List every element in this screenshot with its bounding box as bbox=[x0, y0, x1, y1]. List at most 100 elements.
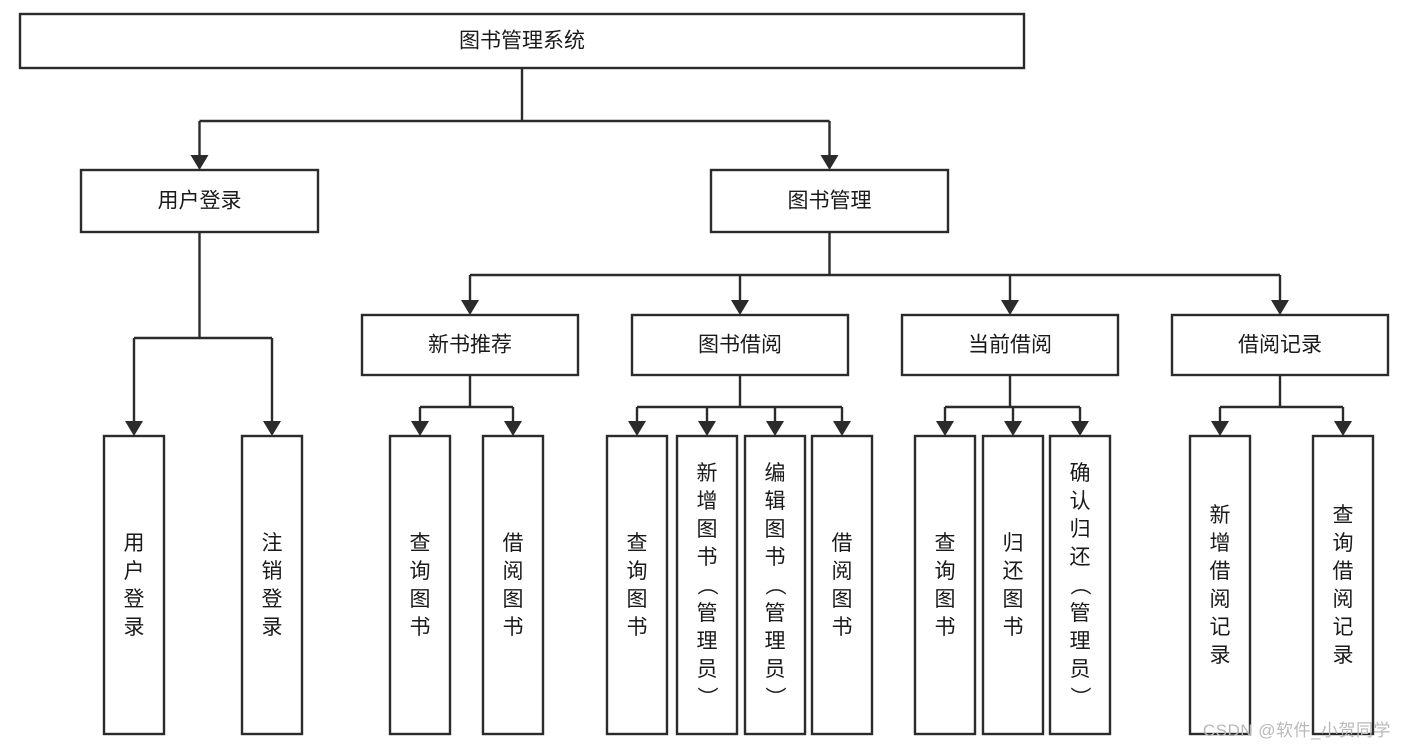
node-label-leaf-edit-book-char-3: 书 bbox=[765, 546, 786, 569]
node-label-leaf-add-record-char-5: 录 bbox=[1210, 644, 1231, 667]
node-label-leaf-add-record-char-3: 阅 bbox=[1210, 588, 1231, 611]
node-label-leaf-query-record-char-1: 询 bbox=[1333, 532, 1354, 555]
node-label-leaf-borrow-book-2-char-1: 阅 bbox=[832, 560, 853, 583]
node-box-leaf-logout bbox=[240, 434, 304, 736]
node-box-borrow-record bbox=[1170, 313, 1390, 377]
node-label-leaf-edit-book-char-5: 管 bbox=[765, 602, 786, 625]
node-label-leaf-add-book-char-8: ） bbox=[695, 687, 718, 708]
node-label-leaf-add-record-char-2: 借 bbox=[1210, 560, 1231, 583]
node-label-leaf-query-book-1-char-1: 询 bbox=[410, 560, 431, 583]
node-label-leaf-borrow-book-1-char-2: 图 bbox=[503, 588, 524, 611]
node-label-leaf-borrow-book-1-char-0: 借 bbox=[503, 532, 524, 555]
node-label-leaf-query-book-1-char-3: 书 bbox=[410, 616, 431, 639]
node-box-new-book-recommend bbox=[360, 313, 580, 377]
node-label-leaf-borrow-book-1-char-1: 阅 bbox=[503, 560, 524, 583]
node-box-leaf-user-login bbox=[102, 434, 166, 736]
node-current-borrow[interactable]: 当前借阅 bbox=[900, 313, 1120, 377]
node-root[interactable]: 图书管理系统 bbox=[18, 12, 1026, 70]
node-label-leaf-add-record-char-1: 增 bbox=[1210, 532, 1231, 555]
node-label-leaf-logout-char-2: 登 bbox=[262, 588, 283, 611]
node-label-book-management: 图书管理 bbox=[788, 190, 872, 213]
node-label-leaf-return-book-char-0: 归 bbox=[1003, 532, 1024, 555]
node-new-book-recommend[interactable]: 新书推荐 bbox=[360, 313, 580, 377]
node-label-leaf-add-book-char-4: （ bbox=[695, 575, 718, 596]
node-box-leaf-query-book-2 bbox=[605, 434, 669, 736]
node-label-leaf-confirm-return-char-4: （ bbox=[1068, 575, 1091, 596]
node-label-leaf-query-record-char-5: 录 bbox=[1333, 644, 1354, 667]
arrow-head-icon bbox=[1334, 421, 1352, 436]
node-label-leaf-confirm-return-char-1: 认 bbox=[1070, 490, 1091, 513]
arrow-head-icon bbox=[1004, 421, 1022, 436]
node-label-leaf-confirm-return-char-0: 确 bbox=[1070, 462, 1091, 485]
node-label-leaf-borrow-book-2-char-3: 书 bbox=[832, 616, 853, 639]
node-box-leaf-add-record bbox=[1188, 434, 1252, 736]
node-box-leaf-return-book bbox=[981, 434, 1045, 736]
node-box-leaf-borrow-book-1 bbox=[481, 434, 545, 736]
node-label-leaf-query-record-char-4: 记 bbox=[1333, 616, 1354, 639]
edge-group-borrow-record bbox=[1211, 375, 1352, 436]
arrow-head-icon bbox=[461, 300, 479, 315]
node-label-leaf-query-book-1-char-0: 查 bbox=[410, 532, 431, 555]
arrow-head-icon bbox=[628, 421, 646, 436]
node-label-leaf-add-book-char-7: 员 bbox=[697, 658, 718, 681]
node-box-leaf-confirm-return bbox=[1048, 434, 1112, 736]
node-label-leaf-borrow-book-2-char-2: 图 bbox=[832, 588, 853, 611]
arrow-head-icon bbox=[1211, 421, 1229, 436]
node-label-leaf-confirm-return-char-8: ） bbox=[1068, 687, 1091, 708]
node-label-leaf-logout-char-3: 录 bbox=[262, 616, 283, 639]
arrow-head-icon bbox=[1071, 421, 1089, 436]
node-label-leaf-confirm-return-char-3: 还 bbox=[1070, 546, 1091, 569]
arrow-head-icon bbox=[190, 155, 209, 170]
edge-group-current-borrow bbox=[936, 375, 1089, 436]
node-leaf-user-login[interactable]: 用户登录 bbox=[102, 434, 166, 736]
node-label-leaf-add-book-char-5: 管 bbox=[697, 602, 718, 625]
node-book-borrow[interactable]: 图书借阅 bbox=[630, 313, 850, 377]
node-label-leaf-edit-book-char-0: 编 bbox=[765, 462, 786, 485]
node-label-leaf-query-record-char-3: 阅 bbox=[1333, 588, 1354, 611]
node-label-leaf-query-book-3-char-3: 书 bbox=[935, 616, 956, 639]
node-label-leaf-query-book-3-char-0: 查 bbox=[935, 532, 956, 555]
edge-group-new-book-recommend bbox=[411, 375, 522, 436]
node-label-leaf-query-record-char-2: 借 bbox=[1333, 560, 1354, 583]
node-box-current-borrow bbox=[900, 313, 1120, 377]
node-label-leaf-add-record-char-4: 记 bbox=[1210, 616, 1231, 639]
node-label-leaf-add-book-char-2: 图 bbox=[697, 518, 718, 541]
arrow-head-icon bbox=[1001, 300, 1019, 315]
node-book-management[interactable]: 图书管理 bbox=[709, 168, 950, 234]
edge-group-book-borrow bbox=[628, 375, 851, 436]
node-box-user-login bbox=[79, 168, 320, 234]
edge-layer bbox=[125, 68, 1352, 436]
node-user-login[interactable]: 用户登录 bbox=[79, 168, 320, 234]
node-label-leaf-query-book-2-char-1: 询 bbox=[627, 560, 648, 583]
node-label-leaf-query-book-3-char-2: 图 bbox=[935, 588, 956, 611]
node-label-leaf-edit-book-char-1: 辑 bbox=[765, 490, 786, 513]
node-label-leaf-return-book-char-3: 书 bbox=[1003, 616, 1024, 639]
node-label-leaf-add-book-char-6: 理 bbox=[697, 630, 718, 653]
node-label-leaf-logout-char-1: 销 bbox=[262, 560, 283, 583]
node-label-borrow-record: 借阅记录 bbox=[1238, 334, 1322, 357]
node-box-leaf-borrow-book-2 bbox=[810, 434, 874, 736]
arrow-head-icon bbox=[1271, 300, 1289, 315]
node-box-root bbox=[18, 12, 1026, 70]
arrow-head-icon bbox=[698, 421, 716, 436]
arrow-head-icon bbox=[731, 300, 749, 315]
node-borrow-record[interactable]: 借阅记录 bbox=[1170, 313, 1390, 377]
edge-group-root bbox=[190, 68, 839, 170]
edge-group-user-login bbox=[125, 232, 281, 436]
node-box-leaf-add-book bbox=[675, 434, 739, 736]
node-label-leaf-query-record-char-0: 查 bbox=[1333, 504, 1354, 527]
node-box-leaf-edit-book bbox=[743, 434, 807, 736]
